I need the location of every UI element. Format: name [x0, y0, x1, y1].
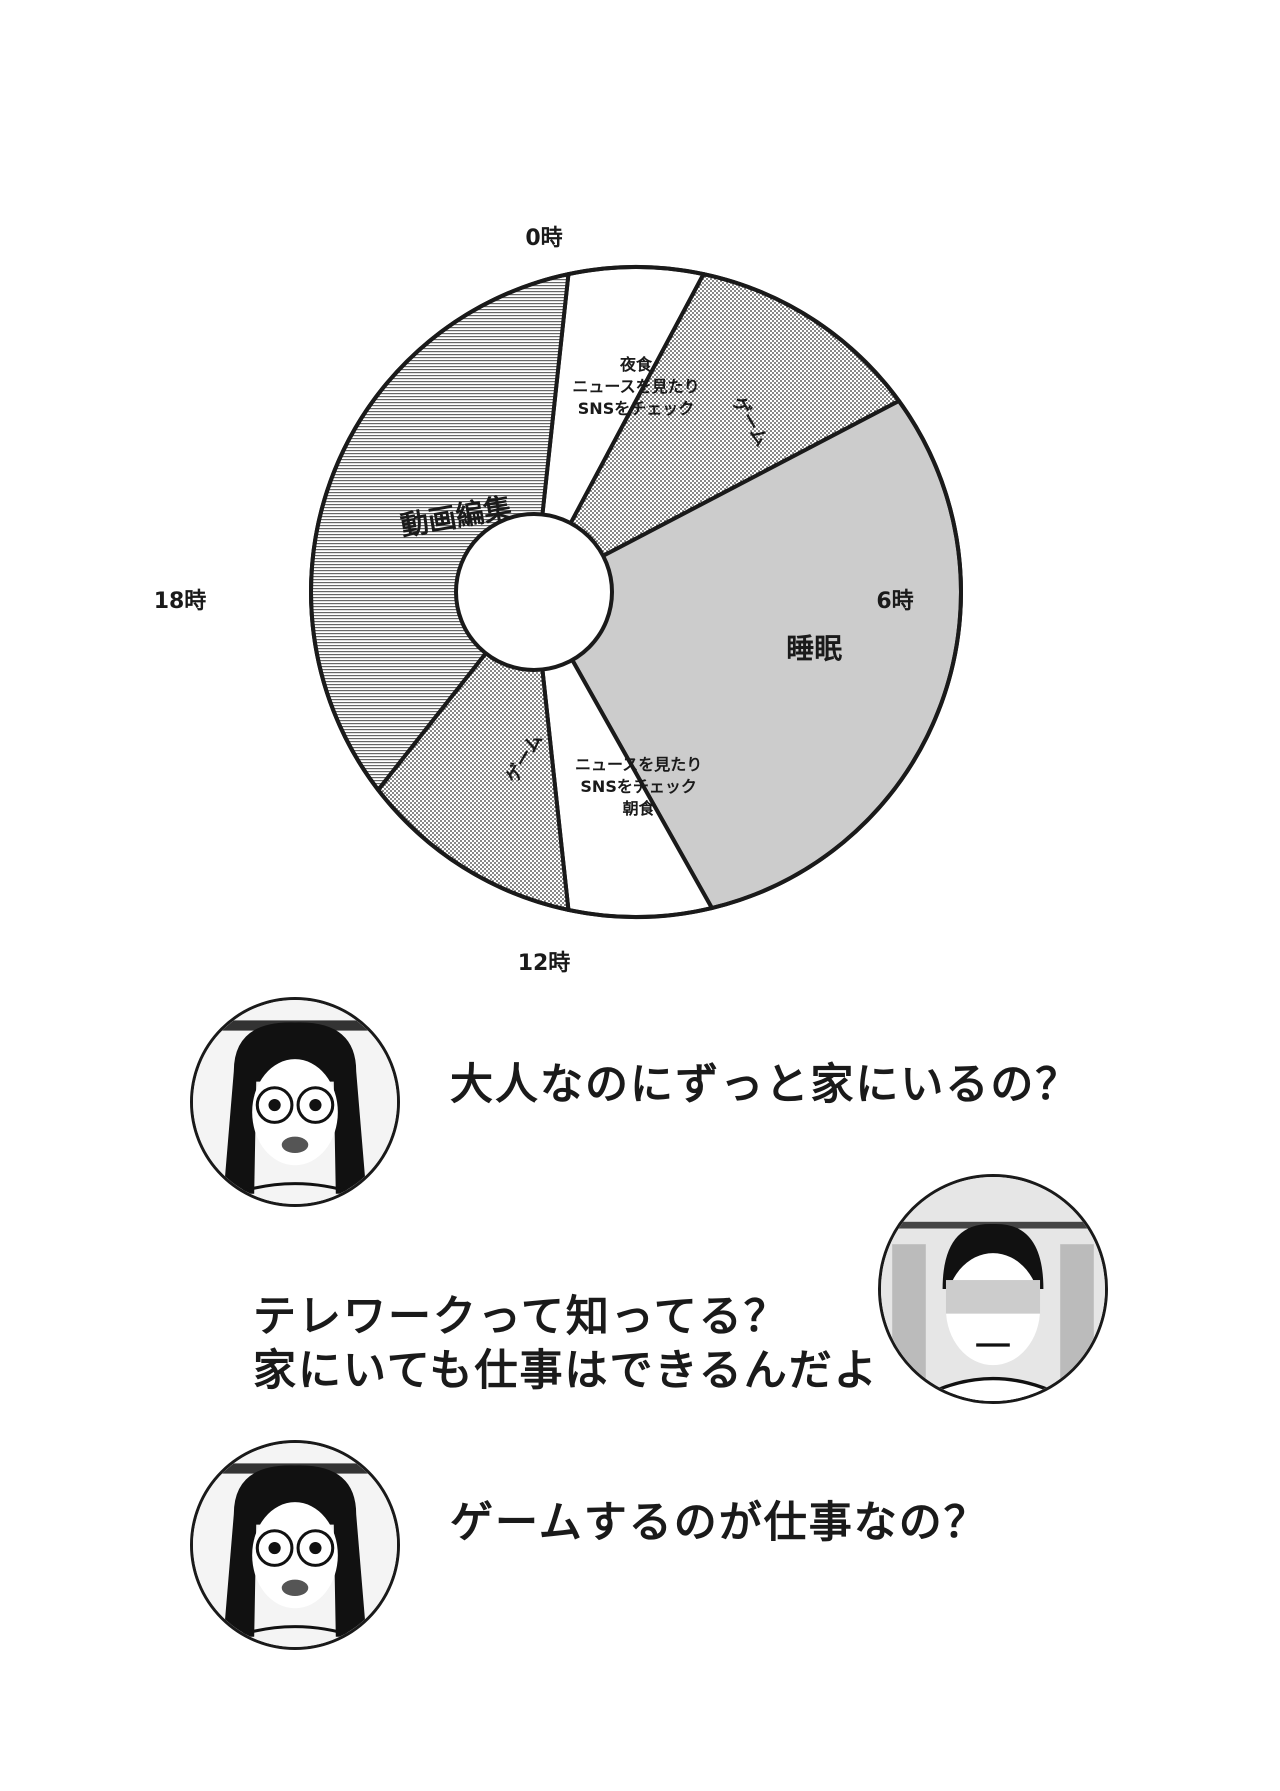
girl-speech-1: 大人なのにずっと家にいるの？ [450, 1060, 1081, 1110]
hour-label: 6時 [876, 589, 913, 614]
chart-segment-label-line: 夜食 [619, 355, 653, 374]
man-speech-line-2: 家にいても仕事はできるんだよ [253, 1346, 879, 1396]
hour-label: 18時 [154, 589, 207, 614]
chart-segment-label-line: ニュースを見たり [572, 377, 699, 396]
chart-segment-label-line: SNSをチェック [578, 399, 694, 418]
hour-label: 0時 [525, 226, 562, 251]
girl-avatar-2 [190, 1440, 400, 1650]
chart-segment-label-line: ニュースを見たり [575, 755, 702, 774]
hour-label: 12時 [518, 951, 571, 976]
daily-schedule-chart: 夜食ニュースを見たりSNSをチェックゲーム睡眠ニュースを見たりSNSをチェック朝… [154, 226, 963, 976]
chart-center-hole [454, 512, 614, 672]
man-speech-line-1: テレワークって知ってる？ [253, 1292, 789, 1342]
girl-avatar [190, 997, 400, 1207]
chart-segment-label-line: 睡眠 [786, 632, 842, 665]
man-avatar [878, 1174, 1108, 1404]
chart-segment-label-line: SNSをチェック [580, 777, 696, 796]
chart-segment-label-line: 朝食 [623, 799, 656, 818]
chart-segment-label-2: 睡眠 [786, 632, 842, 665]
girl-speech-2: ゲームするのが仕事なの？ [450, 1498, 989, 1548]
